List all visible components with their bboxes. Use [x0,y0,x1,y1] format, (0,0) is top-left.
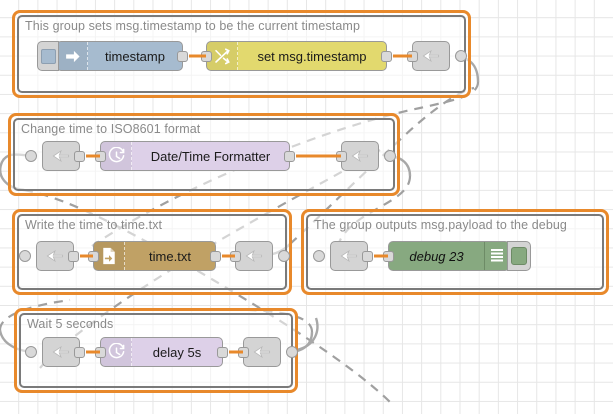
node-function-datetime[interactable]: Date/Time Formatter [95,141,295,171]
node-label: delay 5s [152,344,202,360]
node-link-in-5[interactable] [25,337,85,367]
input-port[interactable] [95,150,106,162]
node-link-in-4[interactable] [313,241,373,271]
node-file-timetxt[interactable]: time.txt [88,241,221,271]
node-inject-timestamp[interactable]: timestamp [37,41,188,71]
node-label: timestamp [105,48,165,64]
output-port[interactable] [210,250,221,262]
input-port[interactable] [336,150,347,162]
node-label: debug 23 [409,248,464,264]
group-label: This group sets msg.timestamp to be the … [25,19,360,33]
node-link-in-2[interactable] [25,141,85,171]
inject-button[interactable] [37,41,59,71]
node-delay-5s[interactable]: delay 5s [95,337,228,367]
node-label: set msg.timestamp [257,48,367,64]
input-port[interactable] [407,50,418,62]
debug-toggle-button[interactable] [507,241,531,271]
link-output-port[interactable] [286,346,298,358]
link-output-port[interactable] [455,50,467,62]
node-link-out-1[interactable] [407,41,467,71]
link-input-port[interactable] [25,150,37,162]
output-port[interactable] [362,250,373,262]
arrow-right-icon [57,42,88,70]
output-port[interactable] [284,150,295,162]
group-label: Write the time to time.txt [25,218,163,232]
node-label: time.txt [149,248,191,264]
output-port[interactable] [381,50,392,62]
output-port[interactable] [217,346,228,358]
input-port[interactable] [201,50,212,62]
group-label: Change time to ISO8601 format [21,122,201,136]
node-change-set-timestamp[interactable]: set msg.timestamp [201,41,392,71]
output-port[interactable] [74,150,85,162]
node-link-out-3[interactable] [230,241,290,271]
link-output-port[interactable] [384,150,396,162]
group-label: Wait 5 seconds [27,317,114,331]
node-link-out-2[interactable] [336,141,396,171]
link-output-port[interactable] [278,250,290,262]
node-link-out-5[interactable] [238,337,298,367]
input-port[interactable] [88,250,99,262]
node-debug-23[interactable]: debug 23 [383,241,531,271]
link-input-port[interactable] [313,250,325,262]
node-link-in-3[interactable] [19,241,79,271]
link-out-icon [236,242,272,270]
input-port[interactable] [230,250,241,262]
shuffle-icon [207,42,238,70]
input-port[interactable] [95,346,106,358]
link-out-icon [413,42,449,70]
link-out-icon [342,142,378,170]
link-input-port[interactable] [19,250,31,262]
output-port[interactable] [68,250,79,262]
node-label: Date/Time Formatter [150,148,271,164]
input-port[interactable] [383,250,394,262]
input-port[interactable] [238,346,249,358]
debug-lines-icon [484,242,509,270]
output-port[interactable] [74,346,85,358]
group-label: The group outputs msg.payload to the deb… [314,218,567,232]
link-out-icon [244,338,280,366]
output-port[interactable] [177,50,188,62]
link-input-port[interactable] [25,346,37,358]
